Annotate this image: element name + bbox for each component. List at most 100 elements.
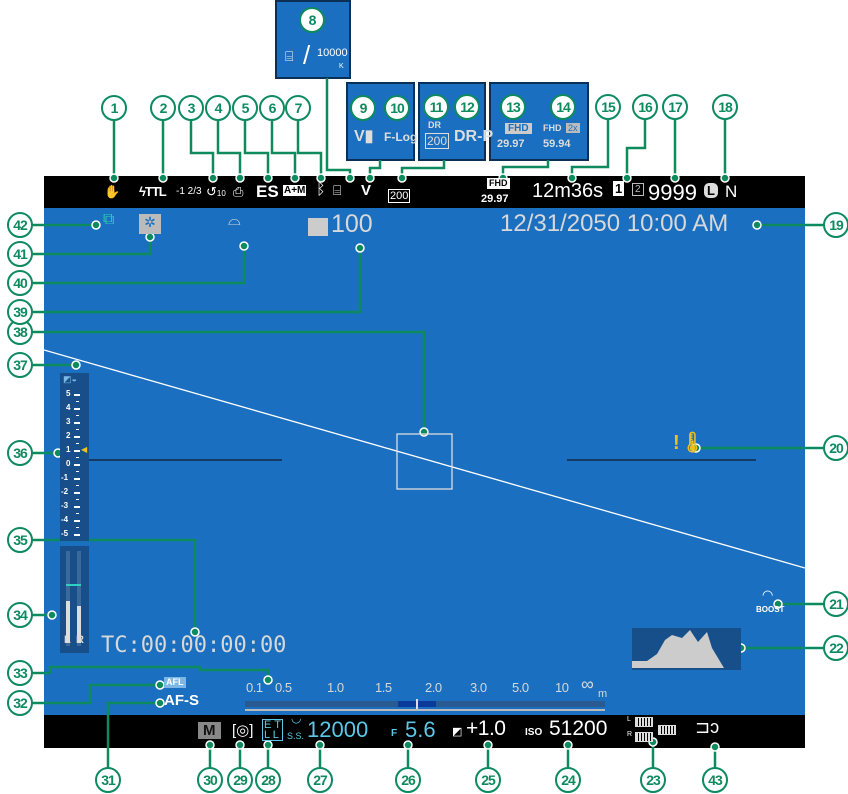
exp-scale-label: -5 bbox=[61, 529, 69, 538]
exp-scale-label: -3 bbox=[61, 501, 69, 510]
wb-flash-icon: ⌸ bbox=[285, 48, 294, 64]
callout-dot bbox=[263, 740, 273, 750]
callout-30: 30 bbox=[197, 767, 223, 793]
callout-dot bbox=[403, 740, 413, 750]
self-timer-icon: ↺10 bbox=[206, 184, 226, 199]
callout-26: 26 bbox=[395, 767, 421, 793]
hs-multiplier: 2x bbox=[566, 123, 580, 133]
callout-dot bbox=[752, 220, 762, 230]
video-fps: 29.97 bbox=[481, 193, 509, 205]
callout-5: 5 bbox=[232, 95, 258, 121]
callout-dot bbox=[622, 173, 632, 183]
exp-scale-label: 0 bbox=[66, 459, 71, 468]
callout-dot bbox=[208, 173, 218, 183]
callout-dot bbox=[239, 241, 249, 251]
image-quality: N bbox=[725, 182, 738, 201]
callout-line bbox=[216, 108, 242, 178]
callout-4: 4 bbox=[205, 95, 231, 121]
callout-21: 21 bbox=[823, 591, 848, 617]
distance-label: 1.5 bbox=[375, 680, 392, 695]
callout-16: 16 bbox=[632, 94, 658, 120]
power-plug-icon: ⊐ↄ bbox=[695, 717, 720, 737]
callout-36: 36 bbox=[7, 440, 33, 466]
distance-label: 0.5 bbox=[275, 680, 292, 695]
distance-label: 2.0 bbox=[425, 680, 442, 695]
callout-dot bbox=[365, 173, 375, 183]
distance-unit: m bbox=[598, 688, 608, 700]
wb-k-unit: K bbox=[339, 63, 344, 70]
flash-icon: ϟTTL bbox=[139, 184, 167, 199]
af-plus-mf: A+M bbox=[283, 185, 307, 196]
date-time: 12/31/2050 10:00 AM bbox=[500, 210, 729, 237]
callout-9: 9 bbox=[350, 95, 376, 121]
hs-fps-value: 59.94 bbox=[543, 138, 571, 150]
focus-position bbox=[416, 699, 418, 709]
callout-line bbox=[20, 683, 160, 705]
shooting-mode: M bbox=[198, 722, 221, 739]
callout-dot bbox=[205, 740, 215, 750]
slash: / bbox=[303, 40, 311, 70]
location-icon: ⌓ bbox=[228, 212, 241, 229]
callout-dot bbox=[773, 599, 783, 609]
callout-19: 19 bbox=[823, 212, 848, 238]
iso-label: ISO bbox=[525, 727, 543, 738]
dr-p-label: DR-P bbox=[454, 128, 494, 145]
callout-dot bbox=[290, 173, 300, 183]
callout-dot bbox=[483, 740, 493, 750]
focus-zoom-icon: ⧉ bbox=[103, 211, 115, 228]
callout-17: 17 bbox=[662, 94, 688, 120]
shutter-speed: 12000 bbox=[307, 717, 369, 742]
callout-line bbox=[570, 107, 610, 178]
callout-dot bbox=[563, 740, 573, 750]
video-fhd: FHD bbox=[487, 178, 510, 189]
callout-dot bbox=[235, 740, 245, 750]
callout-dot bbox=[315, 740, 325, 750]
bottom-status-bar bbox=[44, 715, 805, 748]
focus-mode: AF-S bbox=[164, 692, 199, 709]
audio-level-r bbox=[77, 606, 81, 643]
callout-dot bbox=[670, 173, 680, 183]
exp-tick bbox=[74, 520, 80, 522]
battery-grip-r-icon bbox=[635, 732, 653, 742]
exp-tick bbox=[74, 534, 80, 536]
flash-mode: TTL bbox=[144, 184, 167, 199]
callout-15: 15 bbox=[595, 94, 621, 120]
callout-40: 40 bbox=[7, 270, 33, 296]
callout-dot bbox=[71, 360, 81, 370]
callout-35: 35 bbox=[7, 527, 33, 553]
callout-13: 13 bbox=[500, 94, 526, 120]
callout-line bbox=[625, 107, 647, 178]
shutter-speed-label: S.S. bbox=[287, 731, 305, 741]
af-lock: AFL bbox=[164, 677, 186, 688]
f-log-label: F-Log bbox=[384, 130, 418, 144]
callout-8: 8 bbox=[299, 7, 325, 33]
ss-dial-icon: ◡ bbox=[291, 711, 302, 725]
callout-dot bbox=[158, 173, 168, 183]
card-slot-1: 1 bbox=[613, 181, 625, 196]
callout-dot bbox=[235, 173, 245, 183]
callout-line bbox=[325, 78, 352, 178]
callout-31: 31 bbox=[95, 767, 121, 793]
fhd-hs-label: FHD bbox=[543, 123, 562, 133]
callout-6: 6 bbox=[259, 95, 285, 121]
exp-tick bbox=[74, 492, 80, 494]
callout-dot bbox=[91, 220, 101, 230]
callout-line bbox=[20, 665, 270, 680]
dr-label: DR bbox=[428, 120, 441, 130]
exp-tick bbox=[74, 436, 80, 438]
callout-33: 33 bbox=[7, 660, 33, 686]
aperture-label: F bbox=[391, 728, 398, 739]
exp-scale-label: 1 bbox=[66, 445, 71, 454]
distance-label: 0.1 bbox=[246, 680, 263, 695]
film-sim-icon: V▮ bbox=[354, 128, 374, 145]
exp-scale-label: -4 bbox=[61, 515, 69, 524]
callout-line bbox=[20, 237, 152, 256]
continuous-mode-icon: ⎙ bbox=[233, 184, 244, 199]
timecode: TC:00:00:00:00 bbox=[101, 633, 287, 658]
callout-dot bbox=[190, 627, 200, 637]
audio-l-label: L bbox=[64, 634, 71, 646]
callout-line bbox=[368, 160, 382, 178]
callout-43: 43 bbox=[702, 767, 728, 793]
